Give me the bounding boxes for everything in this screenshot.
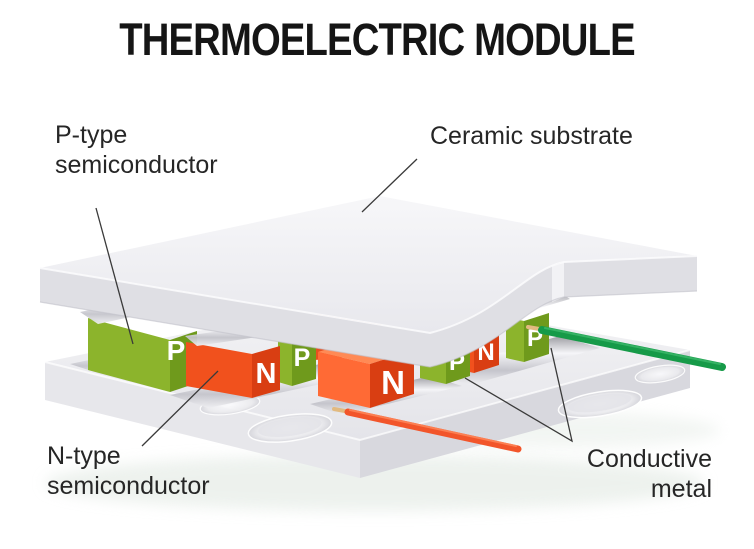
n-block-1: N <box>186 342 280 398</box>
label-line: Conductive <box>586 445 712 473</box>
page-title: THERMOELECTRIC MODULE <box>119 14 635 65</box>
leader-line-conductive <box>464 347 573 443</box>
label-p-type-semiconductor: P-type semiconductor <box>55 120 218 180</box>
block-letter: N <box>256 358 277 390</box>
label-line: Ceramic substrate <box>430 122 633 150</box>
label-line: semiconductor <box>55 151 218 179</box>
orange-wire <box>332 407 522 453</box>
top-ceramic-substrate <box>39 196 698 368</box>
p-block-2: P <box>278 337 316 386</box>
leader-line-p-type <box>95 207 134 345</box>
label-line: metal <box>650 475 712 503</box>
green-wire <box>526 325 726 371</box>
leader-line-n-type <box>141 370 219 447</box>
block-letter: N <box>381 364 405 401</box>
label-conductive-metal: Conductive metal <box>587 444 712 504</box>
p-block-4: P <box>506 313 549 362</box>
label-line: P-type <box>55 121 128 149</box>
label-line: semiconductor <box>47 472 210 500</box>
leader-line-ceramic <box>361 158 418 213</box>
block-letter: P <box>294 344 311 372</box>
block-letter: P <box>167 335 186 366</box>
label-ceramic-substrate: Ceramic substrate <box>430 121 633 151</box>
label-n-type-semiconductor: N-type semiconductor <box>47 441 210 501</box>
label-line: N-type <box>47 442 121 470</box>
